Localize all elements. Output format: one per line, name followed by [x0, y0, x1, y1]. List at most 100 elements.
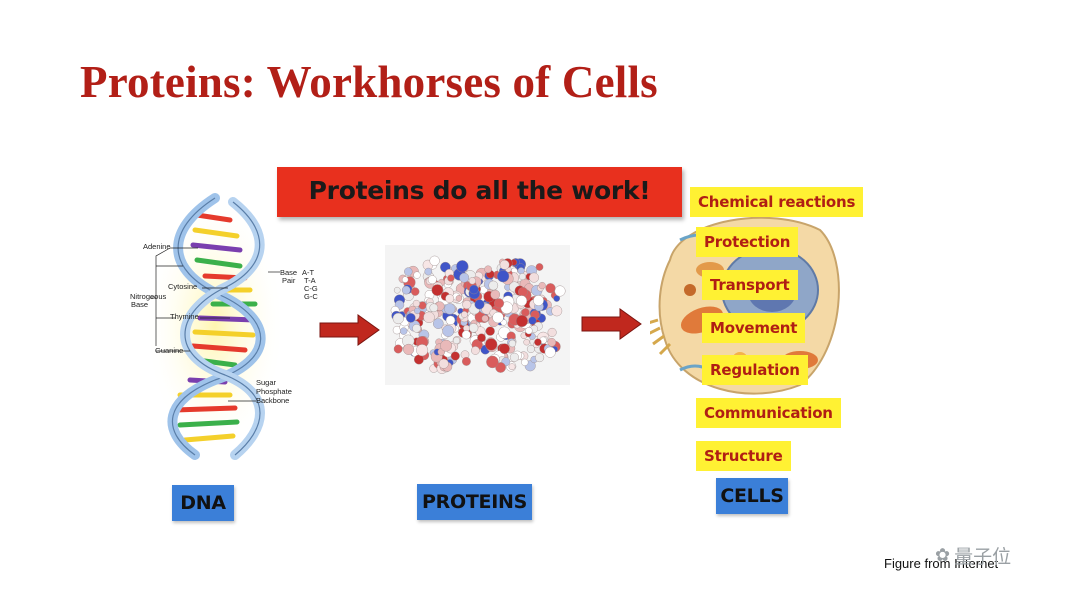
protein-atom [456, 260, 469, 273]
protein-atom [461, 330, 471, 340]
protein-atom [547, 327, 557, 337]
protein-atom [429, 303, 439, 313]
protein-atom [521, 358, 529, 366]
dna-label-thymine: Thymine [170, 312, 199, 321]
protein-atom [423, 311, 435, 324]
protein-atom [440, 339, 452, 352]
protein-atom [481, 303, 493, 315]
dna-label-adenine: Adenine [143, 242, 171, 251]
dna-label-phosphate: Phosphate [256, 387, 292, 396]
function-label-transport: Transport [702, 270, 798, 300]
protein-atom [528, 272, 539, 283]
function-label-regulation: Regulation [702, 355, 808, 385]
protein-atom [400, 327, 408, 335]
protein-atom [401, 285, 411, 295]
dna-annotation-lines [150, 247, 280, 402]
protein-atom [485, 338, 498, 351]
protein-atom [516, 295, 528, 307]
protein-atom [515, 314, 528, 327]
protein-atom [404, 267, 413, 276]
protein-atom [545, 283, 556, 294]
dna-label-backbone: Backbone [256, 396, 290, 405]
protein-atom [517, 267, 525, 275]
protein-atom [535, 263, 544, 271]
protein-atom [477, 333, 486, 343]
protein-atom [496, 270, 510, 283]
protein-atom [429, 255, 440, 266]
protein-atom [517, 287, 528, 297]
protein-atom [547, 338, 556, 347]
dna-helix-illustration [145, 193, 285, 460]
protein-atom [554, 285, 566, 297]
protein-atom [411, 287, 420, 296]
protein-atom [488, 280, 499, 291]
protein-atom [508, 363, 516, 371]
protein-atom [490, 289, 500, 300]
function-label-structure: Structure [696, 441, 791, 471]
arrow-dna-to-proteins [319, 314, 380, 346]
arrow-proteins-to-cells [581, 308, 642, 340]
protein-atom [528, 316, 537, 325]
protein-atom [525, 327, 533, 335]
protein-atom [452, 336, 461, 345]
dna-label-nitrogenous: Nitrogeous [130, 292, 167, 301]
protein-atom [508, 339, 517, 348]
protein-atom [405, 313, 416, 323]
protein-atom [403, 343, 415, 355]
function-label-protection: Protection [696, 227, 799, 257]
dna-label-base: Base [131, 300, 149, 309]
protein-atom [393, 344, 403, 354]
dna-pair-at: A-T [302, 268, 315, 277]
protein-atom [412, 324, 421, 333]
protein-atom [493, 298, 504, 309]
protein-atom [414, 307, 421, 315]
protein-atom [499, 259, 510, 270]
protein-atom [523, 338, 530, 346]
dna-label-sugar: Sugar [256, 378, 277, 387]
protein-atom [469, 284, 479, 295]
protein-atom [551, 305, 563, 317]
proteins-label: PROTEINS [417, 484, 532, 520]
protein-atom [433, 318, 444, 329]
dna-label-cytosine: Cytosine [168, 282, 198, 291]
protein-atom [412, 299, 421, 308]
protein-atom [468, 323, 479, 333]
protein-atom [462, 357, 471, 366]
protein-molecule-illustration [385, 245, 570, 385]
protein-atom [462, 300, 472, 310]
protein-atom [402, 276, 409, 283]
function-label-chemical-reactions: Chemical reactions [690, 187, 864, 217]
slide-title: Proteins: Workhorses of Cells [80, 57, 658, 107]
protein-atom [534, 338, 542, 346]
protein-atom [424, 267, 433, 276]
dna-label-pair: Pair [282, 276, 296, 285]
protein-atom [499, 343, 510, 354]
dna-label-base-pair: Base [280, 268, 298, 277]
protein-atom [485, 326, 495, 336]
function-label-communication: Communication [696, 398, 841, 428]
protein-atom [444, 303, 456, 315]
function-label-movement: Movement [702, 313, 806, 343]
protein-atom [438, 358, 449, 369]
protein-atom [447, 274, 455, 282]
protein-atom [459, 272, 470, 283]
protein-atom [445, 294, 455, 303]
protein-atom [481, 314, 489, 322]
protein-atom [474, 299, 485, 310]
protein-atom [468, 277, 476, 285]
protein-atom [445, 315, 456, 326]
protein-atom [484, 265, 492, 274]
protein-atom [392, 312, 404, 325]
protein-atom [461, 311, 468, 318]
protein-atom [450, 351, 460, 361]
protein-atom [544, 346, 556, 358]
protein-atom [535, 353, 545, 363]
dna-label: DNA [172, 485, 234, 521]
protein-atom [413, 271, 421, 279]
cells-label: CELLS [716, 478, 788, 514]
dna-label-guanine: Guanine [155, 346, 184, 355]
watermark-text: 量子位 [954, 546, 1012, 568]
protein-atom [471, 346, 480, 355]
protein-atom [431, 284, 444, 296]
protein-atom [495, 362, 506, 373]
